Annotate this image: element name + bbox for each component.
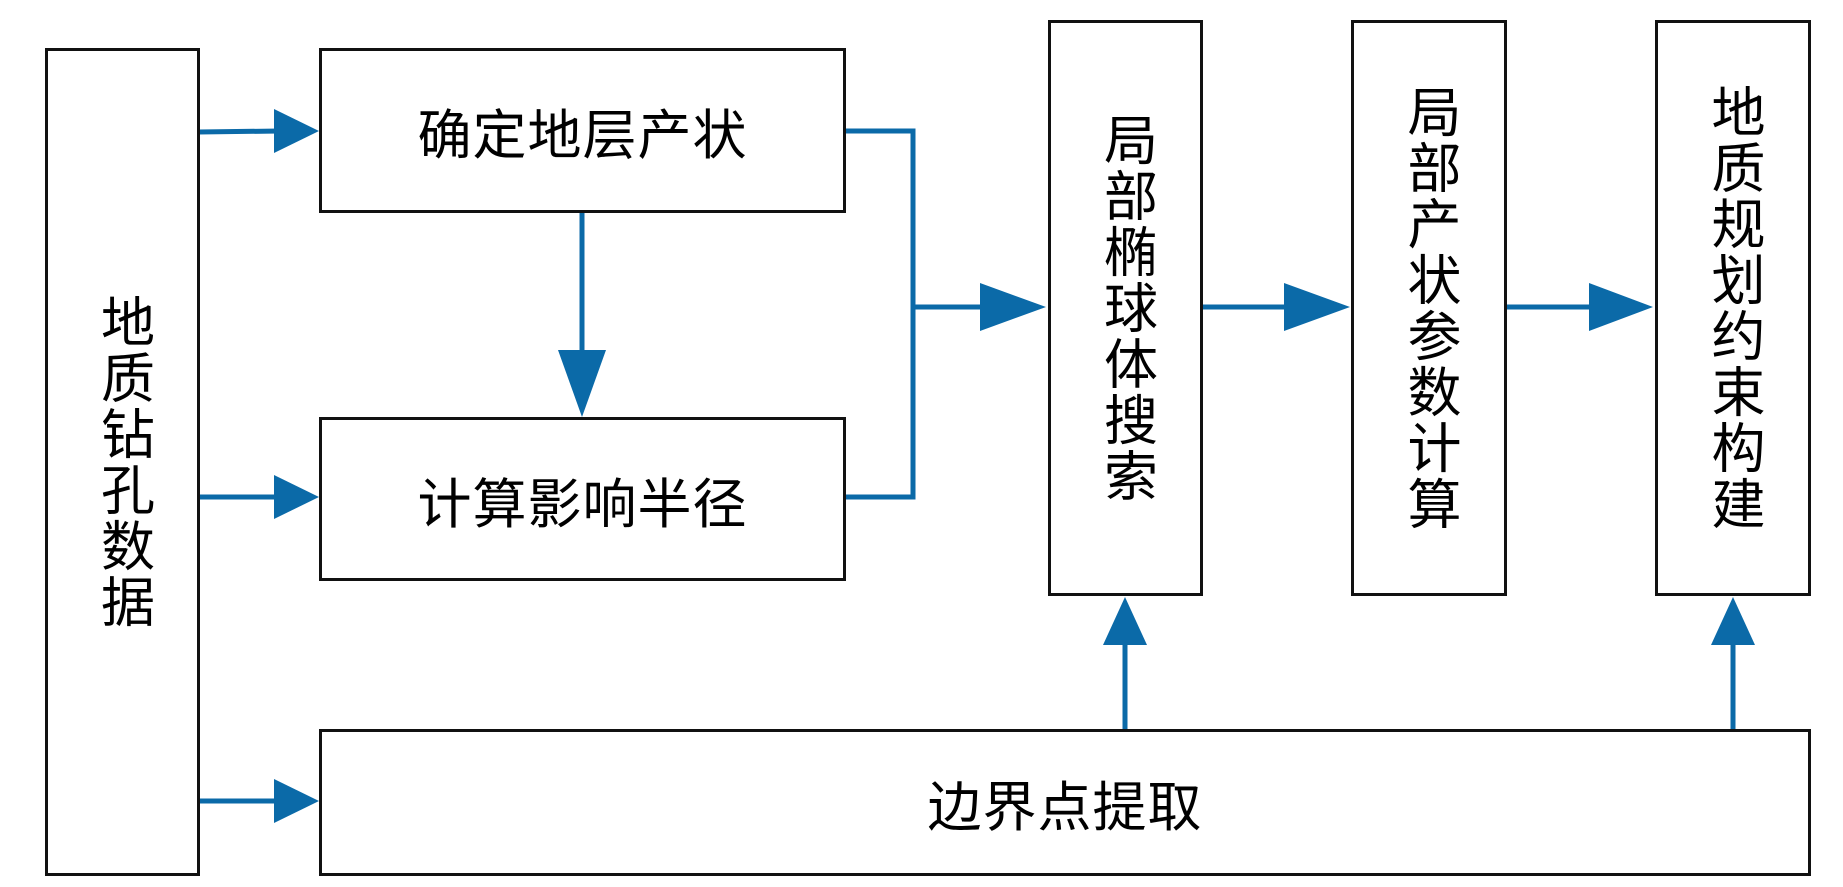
node-attitude-label: 确定地层产状 xyxy=(417,104,748,167)
node-drill-data: 地质钻孔数据 xyxy=(45,48,200,876)
node-constraint-label: 地质规划约束构建 xyxy=(1702,84,1765,532)
arrowhead-icon xyxy=(274,475,319,519)
arrowhead-icon xyxy=(1589,283,1653,331)
node-constraint: 地质规划约束构建 xyxy=(1655,20,1811,596)
arrowhead-icon xyxy=(1103,597,1147,645)
node-ellipsoid-search: 局部椭球体搜索 xyxy=(1048,20,1203,596)
edge-merge-to-ellipsoid xyxy=(845,128,916,500)
arrowhead-icon xyxy=(1284,283,1350,331)
arrowhead-icon xyxy=(980,283,1046,331)
arrowhead-icon xyxy=(274,109,319,153)
node-radius: 计算影响半径 xyxy=(319,417,846,581)
arrowhead-icon xyxy=(558,350,606,417)
arrowhead-icon xyxy=(274,779,319,823)
node-ellipsoid-search-label: 局部椭球体搜索 xyxy=(1094,112,1158,504)
node-boundary: 边界点提取 xyxy=(319,729,1811,876)
node-attitude: 确定地层产状 xyxy=(319,48,846,213)
node-local-param-label: 局部产状参数计算 xyxy=(1398,84,1461,532)
edge-drill-to-attitude xyxy=(198,128,281,135)
node-boundary-label: 边界点提取 xyxy=(927,776,1203,839)
arrowhead-icon xyxy=(1711,597,1755,645)
node-local-param: 局部产状参数计算 xyxy=(1351,20,1507,596)
node-drill-data-label: 地质钻孔数据 xyxy=(91,294,155,630)
node-radius-label: 计算影响半径 xyxy=(417,472,748,536)
